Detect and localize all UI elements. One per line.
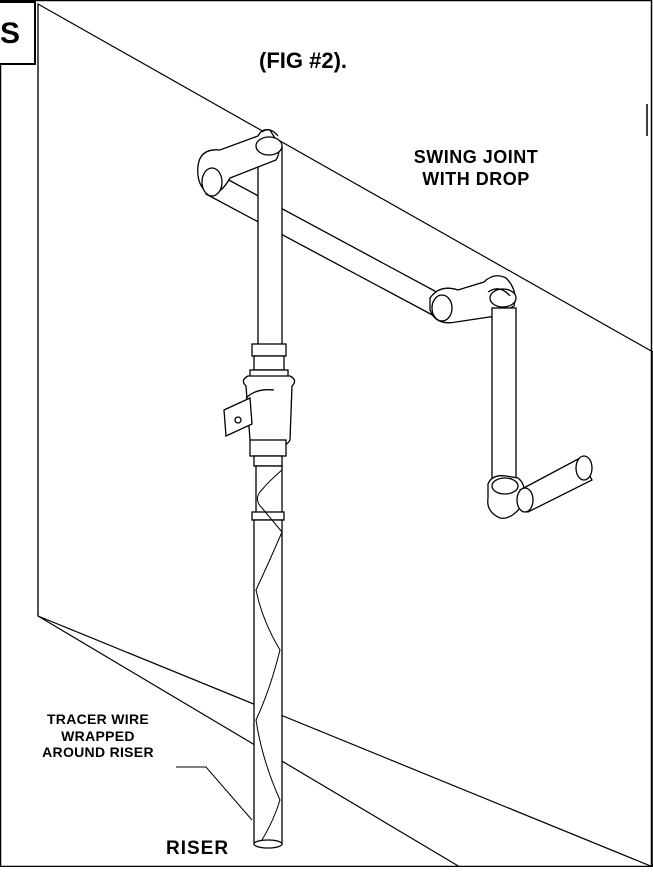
tracer-line-3: AROUND RISER xyxy=(42,744,154,760)
tracer-wire-callout: TRACER WIRE WRAPPED AROUND RISER xyxy=(8,711,188,761)
drop-pipe xyxy=(491,307,517,487)
bottom-elbow xyxy=(487,455,593,519)
top-elbow-left xyxy=(197,128,283,197)
tracer-line-1: TRACER WIRE xyxy=(46,711,150,727)
horizontal-pipe xyxy=(205,170,445,319)
corner-tab-text: S xyxy=(0,17,21,50)
tracer-leader xyxy=(176,766,253,821)
corner-tab-box: S xyxy=(0,1,36,65)
upper-vertical-pipe xyxy=(257,145,283,347)
riser-pipe xyxy=(251,465,285,849)
riser-label: RISER xyxy=(166,838,230,859)
swing-joint-callout: SWING JOINT WITH DROP xyxy=(376,146,576,190)
tracer-wire xyxy=(255,469,283,841)
figure-title: (FIG #2). xyxy=(259,48,348,73)
swing-joint-line-2: WITH DROP xyxy=(422,169,530,189)
valve-assembly xyxy=(223,343,296,467)
tracer-line-2: WRAPPED xyxy=(61,727,135,744)
swing-joint-line-1: SWING JOINT xyxy=(413,147,539,167)
